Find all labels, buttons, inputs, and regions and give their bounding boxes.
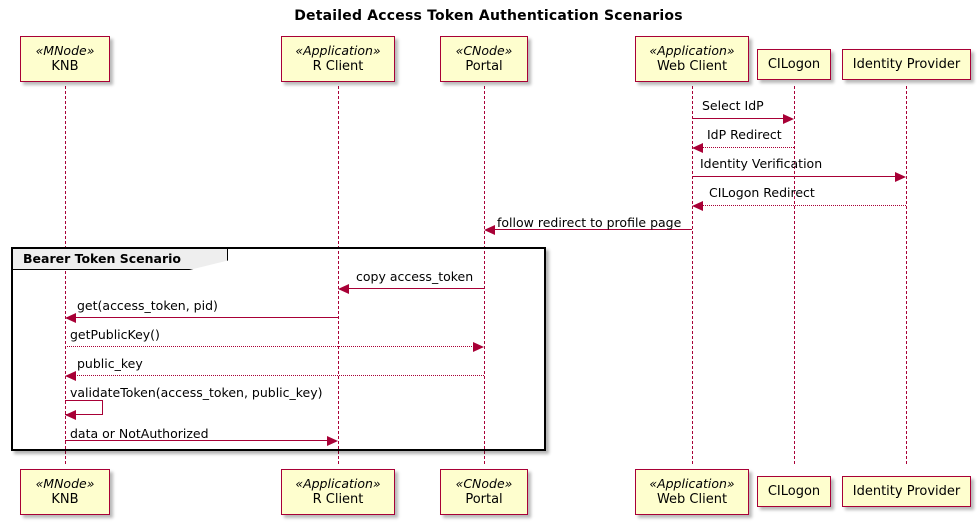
arrow-head-7 — [473, 341, 484, 352]
participant-stereotype: «CNode» — [455, 475, 513, 491]
participant-name: CILogon — [767, 56, 821, 72]
arrow-head-2 — [895, 171, 906, 182]
arrow-head-8 — [65, 370, 76, 381]
arrow-head-3 — [692, 200, 703, 211]
message-line-6 — [75, 317, 338, 318]
lifeline-rclient — [338, 86, 339, 464]
arrow-head-5 — [338, 283, 349, 294]
lifeline-idp — [906, 86, 907, 464]
participant-name: Web Client — [656, 58, 728, 74]
self-message-label: validateToken(access_token, public_key) — [70, 385, 323, 400]
participant-cilogon-top[interactable]: CILogon — [757, 49, 831, 80]
participant-name: KNB — [51, 58, 79, 74]
message-label-8: public_key — [77, 356, 143, 371]
participant-stereotype: «MNode» — [35, 42, 95, 58]
message-line-2 — [692, 176, 896, 177]
participant-stereotype: «Application» — [295, 475, 381, 491]
lifeline-cilogon — [794, 86, 795, 464]
participant-stereotype: «MNode» — [35, 475, 95, 491]
group-label: Bearer Token Scenario — [13, 249, 228, 270]
arrow-head-9 — [327, 435, 338, 446]
participant-stereotype: «Application» — [649, 475, 735, 491]
participant-name: Identity Provider — [852, 56, 961, 72]
participant-portal-bottom[interactable]: «CNode»Portal — [440, 469, 528, 515]
arrow-head-1 — [692, 142, 703, 153]
message-label-0: Select IdP — [702, 98, 764, 113]
participant-rclient-top[interactable]: «Application»R Client — [281, 36, 395, 82]
group-frame — [11, 247, 546, 451]
participant-name: R Client — [312, 58, 364, 74]
arrow-head-6 — [65, 312, 76, 323]
participant-name: KNB — [51, 491, 79, 507]
message-label-7: getPublicKey() — [70, 327, 160, 342]
participant-cilogon-bottom[interactable]: CILogon — [757, 476, 831, 507]
message-line-5 — [348, 288, 484, 289]
participant-knb-bottom[interactable]: «MNode»KNB — [20, 469, 110, 515]
participant-name: R Client — [312, 491, 364, 507]
arrow-head-0 — [783, 113, 794, 124]
message-line-7 — [65, 346, 474, 347]
participant-stereotype: «Application» — [649, 42, 735, 58]
self-message-loop — [65, 400, 103, 415]
message-label-9: data or NotAuthorized — [70, 426, 209, 441]
message-line-8 — [75, 375, 484, 376]
message-line-3 — [702, 205, 906, 206]
participant-idp-top[interactable]: Identity Provider — [842, 49, 971, 80]
participant-stereotype: «Application» — [295, 42, 381, 58]
participant-stereotype: «CNode» — [455, 42, 513, 58]
message-line-0 — [692, 118, 784, 119]
participant-name: CILogon — [767, 483, 821, 499]
message-line-9 — [65, 440, 328, 441]
participant-webclient-top[interactable]: «Application»Web Client — [635, 36, 749, 82]
participant-name: Identity Provider — [852, 483, 961, 499]
participant-portal-top[interactable]: «CNode»Portal — [440, 36, 528, 82]
message-line-4 — [494, 229, 692, 230]
arrow-head-4 — [484, 224, 495, 235]
lifeline-knb — [65, 86, 66, 464]
message-label-6: get(access_token, pid) — [77, 298, 218, 313]
participant-name: Web Client — [656, 491, 728, 507]
lifeline-portal — [484, 86, 485, 464]
lifeline-webclient — [692, 86, 693, 464]
participant-name: Portal — [465, 58, 503, 74]
participant-idp-bottom[interactable]: Identity Provider — [842, 476, 971, 507]
message-line-1 — [702, 147, 794, 148]
page-title: Detailed Access Token Authentication Sce… — [294, 8, 683, 24]
participant-knb-top[interactable]: «MNode»KNB — [20, 36, 110, 82]
message-label-3: CILogon Redirect — [709, 185, 815, 200]
participant-rclient-bottom[interactable]: «Application»R Client — [281, 469, 395, 515]
participant-webclient-bottom[interactable]: «Application»Web Client — [635, 469, 749, 515]
message-label-5: copy access_token — [356, 269, 474, 284]
message-label-2: Identity Verification — [700, 156, 823, 171]
message-label-1: IdP Redirect — [707, 127, 782, 142]
participant-name: Portal — [465, 491, 503, 507]
message-label-4: follow redirect to profile page — [497, 215, 682, 230]
self-message-arrow-head — [65, 410, 76, 420]
